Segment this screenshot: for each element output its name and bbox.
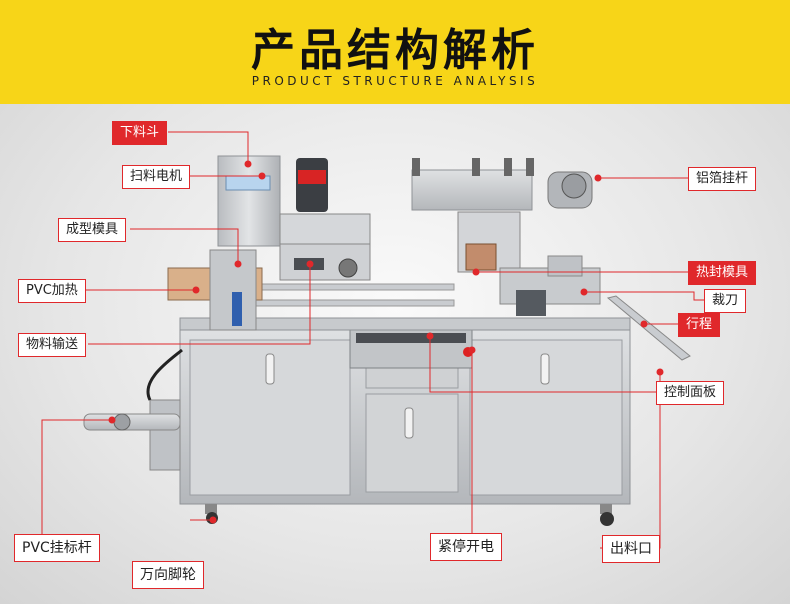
callout-control-panel: 控制面板 [656,381,725,405]
machine-upper-frame [179,283,631,331]
callout-hopper: 下料斗 [112,121,168,145]
callout-sweep-motor: 扫料电机 [122,165,191,189]
callout-foil-hanger: 铝箔挂杆 [688,167,757,191]
callout-heat-seal-mold: 热封模具 [688,261,757,285]
page-subtitle: PRODUCT STRUCTURE ANALYSIS [251,74,539,88]
callout-pvc-hanger: PVC挂标杆 [14,534,100,562]
heat-seal-station [457,211,601,316]
callout-caster-wheel: 万向脚轮 [132,561,204,589]
callout-pvc-heating: PVC加热 [18,279,86,303]
leader-lines [41,131,704,549]
machine-cabinet [179,327,631,505]
header-banner: 产品结构解析 PRODUCT STRUCTURE ANALYSIS [0,0,790,104]
callout-stroke: 行程 [678,313,721,337]
casters [205,504,614,526]
foil-hanger-frame [411,158,593,211]
leader-dots [108,160,664,524]
forming-station [167,249,263,331]
callout-cutter: 裁刀 [704,289,747,313]
callout-forming-mold: 成型模具 [58,218,127,242]
pvc-unwind-roller [83,348,183,471]
discharge-chute [606,295,691,361]
page-title: 产品结构解析 [251,25,539,76]
callout-emergency-stop: 紧停开电 [430,533,502,561]
callout-material-transport: 物料输送 [18,333,87,357]
hopper-unit [217,155,371,281]
callout-outlet: 出料口 [602,535,660,563]
